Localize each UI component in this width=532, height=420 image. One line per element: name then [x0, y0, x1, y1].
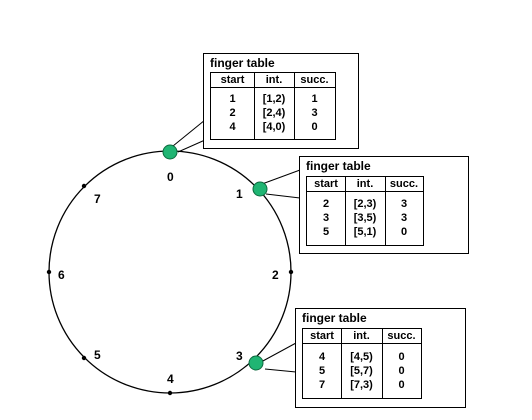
cell-start: 2	[322, 198, 330, 210]
ring-label-3: 3	[236, 349, 243, 363]
header-start: start	[220, 74, 245, 86]
header-start: start	[314, 178, 338, 190]
cell-interval: [2,4)	[262, 107, 286, 119]
column-divider	[382, 329, 383, 398]
ring-point-7	[81, 183, 87, 189]
table-row: 4 [4,0) 0	[211, 120, 335, 134]
table-row: 5 [5,1) 0	[307, 225, 423, 239]
cell-start: 7	[318, 379, 326, 391]
cell-successor: 3	[400, 198, 408, 210]
column-divider	[345, 177, 346, 245]
connector-node-0	[172, 119, 206, 153]
cell-successor: 0	[398, 379, 405, 391]
finger-table-header: start int. succ.	[303, 329, 421, 344]
cell-start: 5	[318, 365, 326, 377]
cell-interval: [2,3)	[353, 198, 377, 210]
header-successor: succ.	[389, 178, 419, 190]
ring-label-7: 7	[94, 192, 101, 206]
table-row: 3 [3,5) 3	[307, 211, 423, 225]
node-0-marker[interactable]	[162, 144, 178, 160]
finger-table-grid: start int. succ. 2 [2,3) 3 3 [3,5) 3 5 […	[306, 176, 424, 246]
cell-successor: 0	[398, 365, 405, 377]
cell-successor: 3	[311, 107, 318, 119]
column-divider	[385, 177, 386, 245]
ring-label-4: 4	[167, 372, 174, 386]
table-row: 5 [5,7) 0	[303, 364, 421, 378]
table-row: 2 [2,3) 3	[307, 197, 423, 211]
finger-table-grid: start int. succ. 4 [4,5) 0 5 [5,7) 0 7 […	[302, 328, 422, 399]
finger-table-title: finger table	[302, 311, 367, 325]
ring-point-4	[167, 390, 173, 396]
column-divider	[254, 73, 255, 139]
ring-point-5	[81, 355, 87, 361]
cell-start: 1	[229, 93, 236, 105]
column-divider	[294, 73, 295, 139]
ring-label-0: 0	[167, 170, 174, 184]
cell-start: 2	[229, 107, 236, 119]
node-1-marker[interactable]	[252, 181, 268, 197]
finger-table-grid: start int. succ. 1 [1,2) 1 2 [2,4) 3 4 […	[210, 72, 336, 140]
finger-table-node-1: finger table start int. succ. 2 [2,3) 3 …	[299, 156, 469, 254]
cell-start: 4	[229, 121, 236, 133]
header-interval: int.	[356, 178, 374, 190]
finger-table-header: start int. succ.	[307, 177, 423, 192]
cell-successor: 0	[398, 351, 405, 363]
ring-label-1: 1	[236, 187, 243, 201]
cell-interval: [5,1)	[353, 226, 377, 238]
finger-table-title: finger table	[210, 56, 275, 70]
node-3-marker[interactable]	[248, 355, 264, 371]
header-successor: succ.	[387, 330, 416, 342]
cell-start: 4	[318, 351, 326, 363]
header-successor: succ.	[300, 74, 329, 86]
cell-interval: [7,3)	[350, 379, 373, 391]
ring-label-2: 2	[272, 268, 279, 282]
cell-successor: 3	[400, 212, 408, 224]
finger-table-node-3: finger table start int. succ. 4 [4,5) 0 …	[295, 308, 466, 408]
table-row: 4 [4,5) 0	[303, 350, 421, 364]
connector-node-1	[261, 169, 301, 199]
cell-successor: 0	[311, 121, 318, 133]
column-divider	[341, 329, 342, 398]
header-interval: int.	[265, 74, 283, 86]
finger-table-node-0: finger table start int. succ. 1 [1,2) 1 …	[203, 53, 359, 149]
connector-node-3	[260, 342, 297, 373]
cell-interval: [1,2)	[262, 93, 286, 105]
cell-interval: [3,5)	[353, 212, 377, 224]
ring-label-5: 5	[94, 348, 101, 362]
table-row: 7 [7,3) 0	[303, 378, 421, 392]
cell-interval: [4,5)	[350, 351, 373, 363]
ring-point-2	[288, 269, 294, 275]
ring-point-6	[46, 269, 52, 275]
header-interval: int.	[353, 330, 370, 342]
table-row: 2 [2,4) 3	[211, 106, 335, 120]
ring-label-6: 6	[58, 268, 65, 282]
header-start: start	[310, 330, 334, 342]
finger-table-title: finger table	[306, 159, 371, 173]
finger-table-header: start int. succ.	[211, 73, 335, 88]
table-row: 1 [1,2) 1	[211, 92, 335, 106]
cell-successor: 0	[400, 226, 408, 238]
cell-interval: [4,0)	[262, 121, 286, 133]
cell-interval: [5,7)	[350, 365, 373, 377]
cell-successor: 1	[311, 93, 318, 105]
cell-start: 5	[322, 226, 330, 238]
cell-start: 3	[322, 212, 330, 224]
